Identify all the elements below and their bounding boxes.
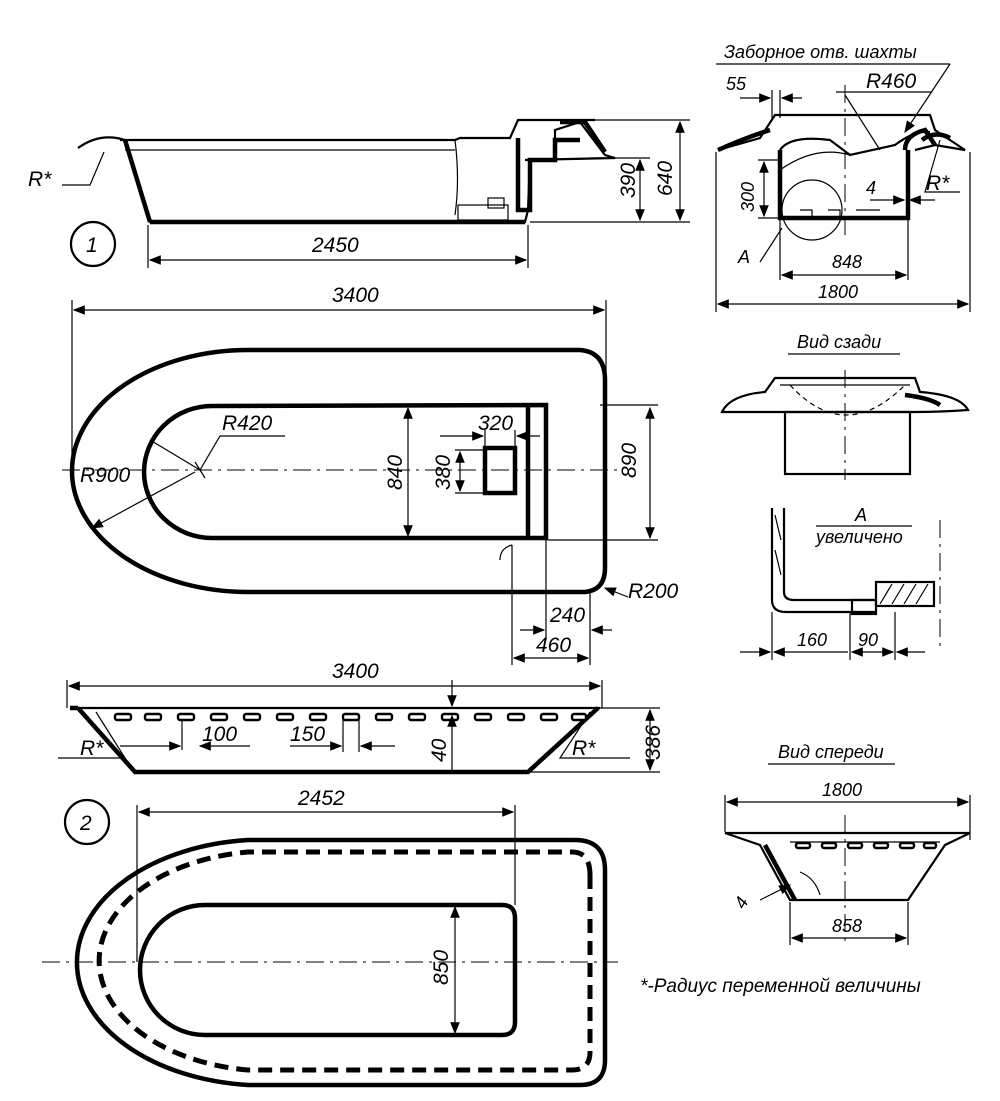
detail-a-dim-90: 90 (858, 630, 878, 650)
fig1-plan-r200: R200 (628, 580, 679, 603)
front-view: Вид спереди 1800 4 858 (724, 742, 971, 945)
fig1-plan-dim-3400: 3400 (332, 284, 379, 307)
fig1-side-dim-390: 390 (617, 163, 640, 198)
fig1-plan-dim-380: 380 (432, 455, 455, 490)
section-view-label-a: A (737, 247, 750, 267)
fig2-number: 2 (79, 812, 92, 835)
fig2-side-dim-150: 150 (290, 723, 325, 746)
fig2-plan-dim-2452: 2452 (297, 787, 345, 810)
front-view-title: Вид спереди (778, 742, 884, 762)
section-view-dim-848: 848 (832, 252, 862, 272)
detail-a-title-b: увеличено (814, 527, 903, 547)
detail-a-title-a: A (854, 505, 867, 525)
fig1-side-view: R* 2450 390 640 1 (28, 118, 690, 268)
fig2-side-r-star-left: R* (80, 737, 104, 760)
section-view-r-star: R* (926, 172, 950, 195)
fig1-plan-dim-460: 460 (536, 634, 571, 657)
front-view-dim-4: 4 (730, 893, 752, 912)
section-view-r460: R460 (866, 70, 917, 93)
section-view-dim-55: 55 (726, 74, 747, 94)
fig2-side-dim-40: 40 (428, 738, 451, 762)
fig2-side-dim-100: 100 (202, 723, 237, 746)
section-view-title: Заборное отв. шахты (724, 42, 917, 62)
fig1-plan-r900: R900 (80, 464, 131, 487)
fig2-side-dim-386: 386 (642, 725, 665, 760)
fig2-side-slots (113, 712, 588, 722)
fig1-plan-dim-320: 320 (478, 412, 513, 435)
fig2-plan-view: 2 2452 850 (42, 787, 618, 1088)
fig1-plan-r420: R420 (222, 412, 273, 435)
fig2-side-view: 3400 100 150 40 386 R* R* (58, 660, 665, 775)
fig1-side-r-star: R* (28, 168, 52, 191)
section-view-dim-300: 300 (738, 182, 758, 212)
fig1-side-dim-2450: 2450 (311, 234, 359, 257)
fig1-plan-dim-240: 240 (549, 604, 585, 627)
detail-a: A увеличено 160 90 (740, 505, 941, 660)
rear-view: Вид сзади (720, 332, 970, 480)
front-view-dim-1800: 1800 (822, 780, 862, 800)
detail-a-dim-160: 160 (797, 630, 827, 650)
fig2-side-dim-3400: 3400 (332, 660, 379, 683)
fig1-number: 1 (86, 234, 98, 257)
fig1-plan-dim-890: 890 (618, 443, 641, 478)
fig1-side-dim-640: 640 (654, 161, 677, 196)
section-view-dim-4: 4 (866, 178, 876, 198)
fig2-side-r-star-right: R* (572, 737, 596, 760)
section-view-dim-1800: 1800 (818, 282, 858, 302)
fig1-plan-view: 3400 R420 R900 840 380 320 890 R200 (62, 284, 679, 665)
front-view-dim-858: 858 (832, 916, 862, 936)
footnote: *-Радиус переменной величины (640, 976, 921, 997)
fig2-plan-dim-850: 850 (430, 950, 453, 985)
section-view: Заборное отв. шахты A 55 R460 300 (715, 42, 971, 312)
rear-view-title: Вид сзади (797, 332, 881, 352)
fig1-plan-dim-840: 840 (384, 455, 407, 490)
front-view-slots (794, 841, 938, 850)
